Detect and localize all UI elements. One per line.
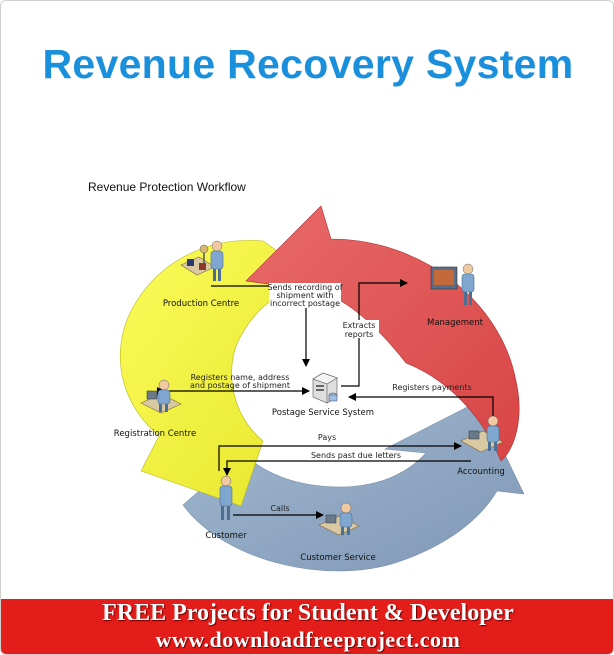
- node-label-production: Production Centre: [163, 299, 239, 309]
- flow-label-past-due: Sends past due letters: [311, 451, 401, 460]
- flow-label-registers-payments: Registers payments: [392, 383, 471, 392]
- node-label-accounting: Accounting: [457, 467, 504, 477]
- flow-label-pays: Pays: [318, 433, 336, 442]
- node-label-management: Management: [427, 318, 484, 328]
- node-label-customer: Customer: [205, 531, 247, 541]
- flow-label-line: incorrect postage: [270, 299, 340, 308]
- postage-server-icon: [313, 373, 337, 403]
- flow-label-extracts: Extracts reports: [339, 320, 379, 339]
- node-label-postage: Postage Service System: [272, 408, 374, 418]
- footer-tagline: FREE Projects for Student & Developer: [1, 600, 614, 627]
- node-label-customer-service: Customer Service: [300, 553, 375, 563]
- flow-label-line: reports: [345, 330, 374, 339]
- flow-label-line: and postage of shipment: [190, 381, 290, 390]
- flow-label-registers-name: Registers name, address and postage of s…: [190, 373, 290, 390]
- footer-banner: FREE Projects for Student & Developer ww…: [1, 599, 614, 655]
- workflow-title: Revenue Protection Workflow: [88, 180, 246, 194]
- flow-label-line: Extracts: [343, 321, 376, 330]
- node-label-registration: Registration Centre: [114, 429, 196, 439]
- flow-label-calls: Calls: [270, 504, 289, 513]
- workflow-diagram: Revenue Protection Workflow Sends record…: [1, 1, 614, 601]
- footer-website: www.downloadfreeproject.com: [1, 627, 614, 653]
- flow-label-sends-recording: Sends recording of shipment with incorre…: [267, 283, 342, 308]
